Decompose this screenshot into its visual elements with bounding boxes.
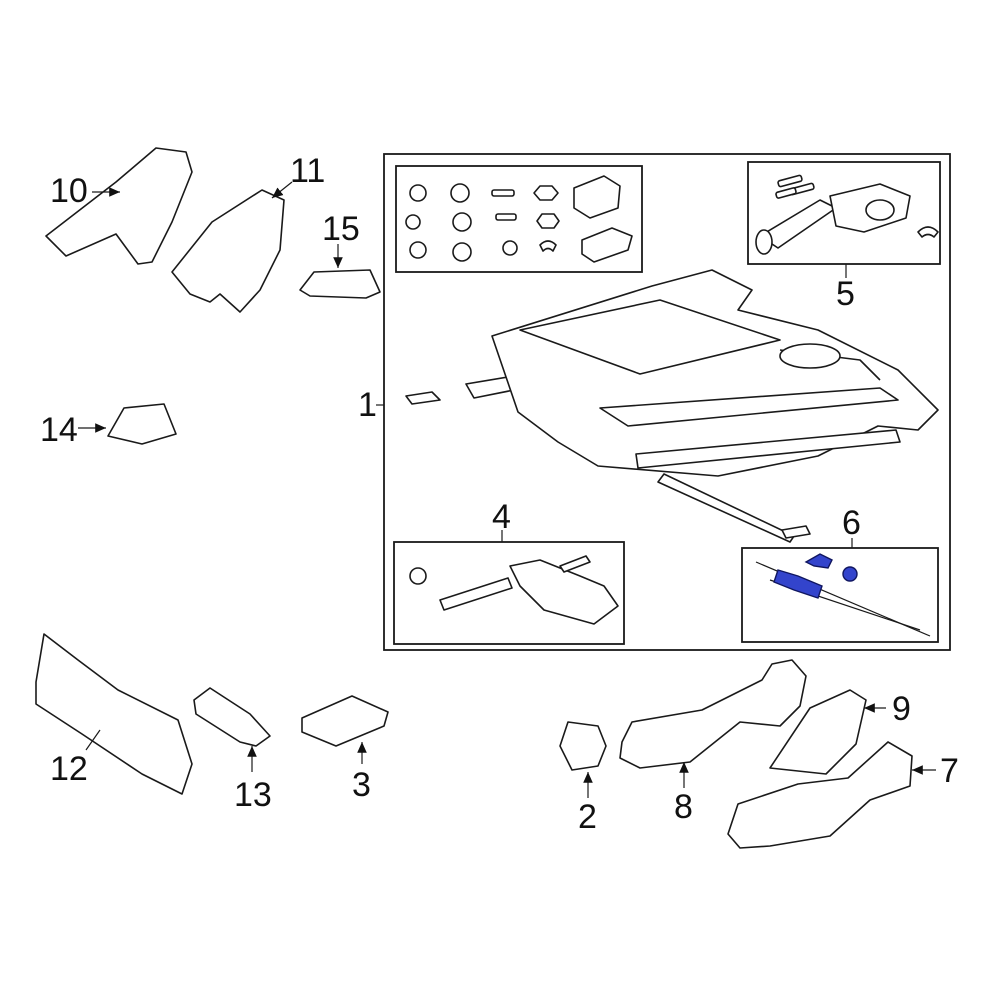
- callout-8: 8: [674, 788, 693, 826]
- bracket-14[interactable]: [107, 403, 177, 445]
- side-cover-8[interactable]: [619, 659, 807, 769]
- seat-back-trim-10[interactable]: [45, 147, 193, 265]
- cable-kit[interactable]: [741, 547, 939, 643]
- bracket-15[interactable]: [299, 269, 381, 299]
- seat-back-trim-11[interactable]: [171, 189, 285, 313]
- callout-9: 9: [892, 690, 911, 728]
- seat-motor-assembly[interactable]: [747, 161, 941, 265]
- callout-1: 1: [358, 386, 377, 424]
- callout-5: 5: [836, 275, 855, 313]
- callout-4: 4: [492, 498, 511, 536]
- callout-6: 6: [842, 504, 861, 542]
- callout-10: 10: [50, 172, 88, 210]
- side-shield-12[interactable]: [35, 633, 193, 795]
- knob-2[interactable]: [559, 721, 607, 771]
- cross-rod[interactable]: [657, 473, 811, 543]
- callout-7: 7: [940, 752, 959, 790]
- callout-2: 2: [578, 798, 597, 836]
- callout-14: 14: [40, 411, 78, 449]
- callout-13: 13: [234, 776, 272, 814]
- hardware-kit[interactable]: [395, 165, 643, 273]
- highlighted-cable-parts[interactable]: [773, 553, 858, 599]
- seat-adjuster-frame[interactable]: [405, 269, 939, 477]
- seat-side-panel-7[interactable]: [727, 741, 913, 849]
- height-adjust-motor[interactable]: [393, 541, 625, 645]
- callout-15: 15: [322, 210, 360, 248]
- control-module-3[interactable]: [301, 695, 389, 747]
- callout-3: 3: [352, 766, 371, 804]
- callout-12: 12: [50, 750, 88, 788]
- cover-13[interactable]: [193, 687, 271, 747]
- trim-panel-9[interactable]: [769, 689, 867, 775]
- callout-11: 11: [290, 152, 325, 190]
